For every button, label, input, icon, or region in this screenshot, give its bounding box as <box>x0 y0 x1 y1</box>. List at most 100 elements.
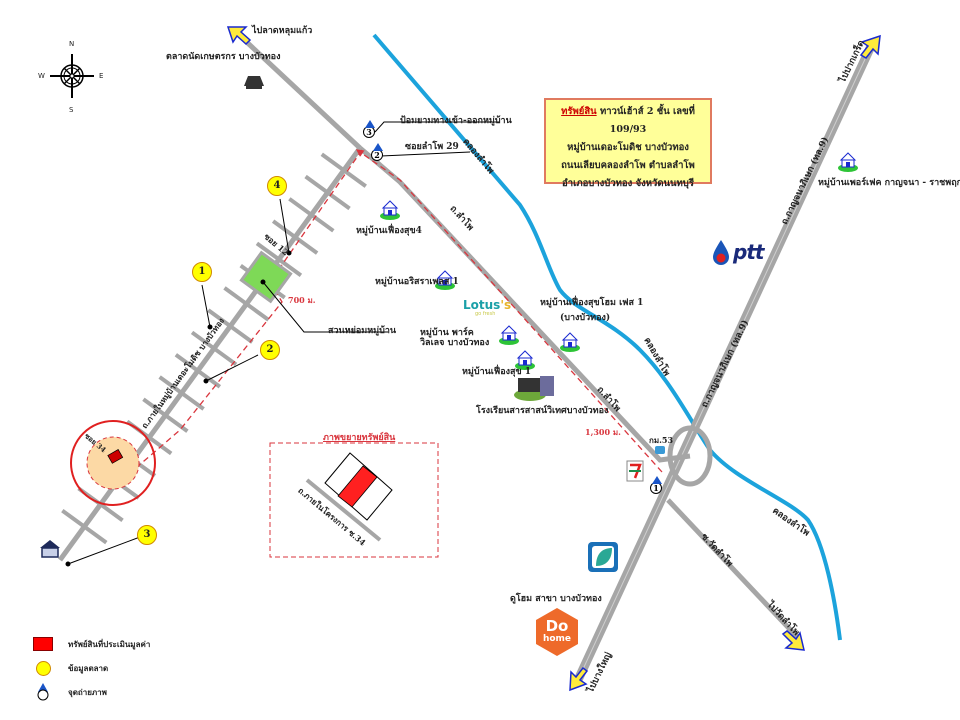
ptt-logo-drop <box>713 240 729 265</box>
arrow-to-bang-yai <box>569 666 589 692</box>
photo-direction-icon <box>373 143 383 151</box>
home-icon <box>40 540 60 558</box>
soi-branch <box>190 330 238 367</box>
inset-title: ภาพขยายทรัพย์สิน <box>323 433 396 443</box>
photo-point-marker[interactable]: 3 <box>363 120 375 138</box>
kanchanaphisek-highway <box>573 42 877 682</box>
compass-rose <box>50 54 94 98</box>
soi-branch <box>304 174 351 211</box>
label-soi-lam-pho-29: ซอยลำโพ 29 <box>405 142 459 152</box>
dohome-text-2: home <box>542 634 572 644</box>
dohome-logo <box>536 608 578 656</box>
direction-arrows <box>226 26 881 692</box>
market-icon <box>244 76 264 89</box>
lotus-logo: Lotus's go fresh <box>463 298 512 317</box>
compass-east: E <box>99 72 104 80</box>
village-house-icon <box>838 152 858 172</box>
school-icon <box>514 376 554 401</box>
label-perfect: หมู่บ้านเพอร์เฟค กาญจนา - ราชพฤกษ์ <box>818 178 960 188</box>
lam-pho-road <box>235 31 802 642</box>
village-house-icon <box>435 270 455 290</box>
soi-branch <box>142 397 189 433</box>
photo-direction-icon <box>365 120 375 128</box>
label-to-lat-lum-kaeo: ไปลาดหลุมแก้ว <box>252 26 313 36</box>
label-distance-1300: 1,300 ม. <box>585 427 621 437</box>
label-fuengsuk-home: หมู่บ้านเฟื่องสุขโฮม เฟส 1 <box>540 298 644 308</box>
label-agri-market: ตลาดนัดเกษตรกร บางบัวทอง <box>166 52 281 62</box>
label-fuengsuk4: หมู่บ้านเฟื่องสุข4 <box>356 226 422 236</box>
village-park <box>239 250 388 333</box>
info-line1: ทาวน์เฮ้าส์ 2 ชั้น เลขที่ 109/93 <box>599 106 695 135</box>
market-data-marker[interactable]: 1 <box>192 262 212 282</box>
village-icons <box>380 152 858 370</box>
market-data-marker[interactable]: 3 <box>137 525 157 545</box>
lotus-text: Lotus <box>463 298 501 312</box>
legend-photo-icon <box>37 683 49 701</box>
lotus-s: 's <box>500 298 512 312</box>
km53-icon <box>655 446 665 454</box>
soi-branch <box>288 197 335 233</box>
soi-branch <box>77 486 124 522</box>
soi-branch <box>158 375 205 411</box>
photo-point-marker[interactable]: 2 <box>371 143 383 161</box>
legend-photo-label: จุดถ่ายภาพ <box>68 687 107 697</box>
label-dohome-branch: ดูโฮม สาขา บางบัวทอง <box>510 594 602 604</box>
property-location <box>70 420 156 506</box>
dohome-text: Do home <box>535 608 579 654</box>
photo-direction-icon <box>652 476 662 484</box>
legend-property-label: ทรัพย์สินที่ประเมินมูลค่า <box>68 639 151 649</box>
legend-market-swatch <box>35 660 51 676</box>
legend-property-swatch <box>33 637 53 651</box>
arrow-to-lat-lum-kaeo <box>226 26 252 46</box>
label-park-ville: หมู่บ้าน พาร์ค วิลเลจ บางบัวทอง <box>420 328 490 349</box>
soi-branch <box>207 308 254 344</box>
ptt-logo: ptt <box>730 240 764 264</box>
info-heading: ทรัพย์สิน <box>561 106 597 117</box>
legend-row-market: ข้อมูลตลาด <box>30 656 150 680</box>
market-data-marker[interactable]: 4 <box>267 176 287 196</box>
label-guard-post: ป้อมยามทางเข้า-ออกหมู่บ้าน <box>400 116 512 126</box>
seven-eleven-logo <box>626 460 644 482</box>
compass-north: N <box>69 40 75 48</box>
label-school: โรงเรียนสารสาสน์วิเทศบางบัวทอง <box>476 406 609 416</box>
compass-west: W <box>38 72 45 80</box>
soi-branch <box>174 353 222 389</box>
soi-branch <box>61 508 108 545</box>
label-km53: กม.53 <box>649 435 674 445</box>
soi-branch <box>271 219 319 255</box>
village-house-icon <box>380 200 400 220</box>
legend-market-label: ข้อมูลตลาด <box>68 663 109 673</box>
bangchak-logo <box>588 542 618 572</box>
label-village-park: สวนหย่อมหมู่บ้าน <box>328 326 397 336</box>
village-house-icon <box>560 332 580 352</box>
dohome-text-1: Do <box>545 617 569 635</box>
inset-frame <box>269 442 439 558</box>
info-line4: อำเภอบางบัวทอง จังหวัดนนทบุรี <box>562 178 694 189</box>
compass-south: S <box>69 106 74 114</box>
soi-branch <box>320 152 367 188</box>
property-info-box: ทรัพย์สิน ทาวน์เฮ้าส์ 2 ชั้น เลขที่ 109/… <box>544 98 712 189</box>
canal-lam-pho <box>372 33 842 641</box>
photo-point-marker[interactable]: 1 <box>650 476 662 494</box>
legend-row-photo: จุดถ่ายภาพ <box>30 680 150 704</box>
village-house-icon <box>515 350 535 370</box>
info-line2: หมู่บ้านเดอะโมดิช บางบัวทอง <box>567 142 689 153</box>
info-line3: ถนนเลียบคลองลำโพ ตำบลลำโพ <box>561 160 695 171</box>
map-legend: ทรัพย์สินที่ประเมินมูลค่า ข้อมูลตลาด จุด… <box>30 632 150 704</box>
label-fuengsuk1: หมู่บ้านเฟื่องสุข 1 <box>462 367 532 377</box>
label-distance-700: 700 ม. <box>288 295 316 305</box>
arrow-to-wat-lam-pho <box>781 630 805 651</box>
market-data-marker[interactable]: 2 <box>260 340 280 360</box>
lotus-sub: go fresh <box>475 311 496 317</box>
village-house-icon <box>499 325 519 345</box>
legend-row-property: ทรัพย์สินที่ประเมินมูลค่า <box>30 632 150 656</box>
ptt-text: ptt <box>733 240 764 264</box>
label-arisara: หมู่บ้านอริสราเพลส 1 <box>375 277 459 287</box>
soi-branch <box>223 286 270 322</box>
route-path <box>121 149 663 481</box>
market-marker-leaders <box>65 198 292 567</box>
arrow-to-pak-kret <box>859 34 881 59</box>
label-fuengsuk-home-sub: (บางบัวทอง) <box>560 313 611 323</box>
photo-marker-leaders <box>374 121 500 157</box>
